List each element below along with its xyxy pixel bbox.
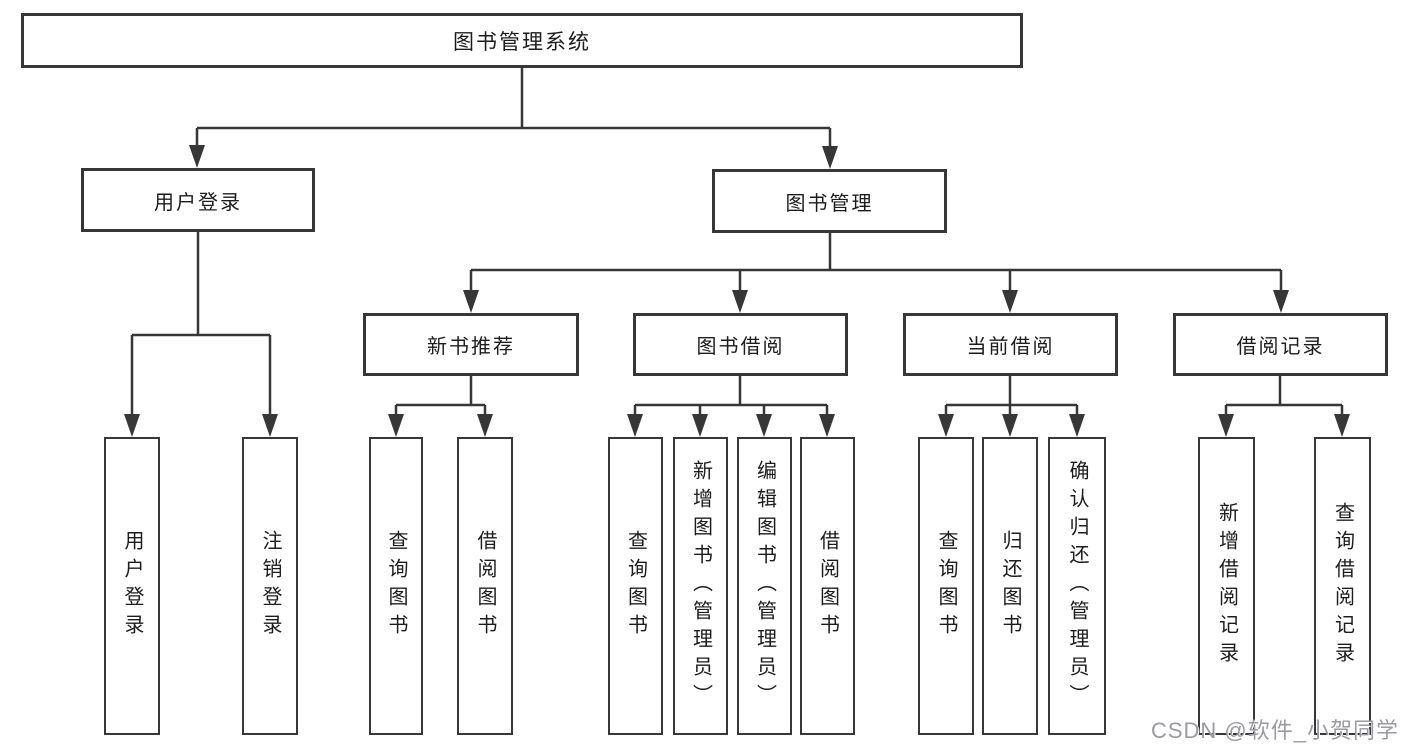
node-leaf-borrow-add: 新增图书（管理员） [673,437,728,735]
node-root: 图书管理系统 [21,13,1023,68]
node-leaf-newbooks-borrow-label: 借阅图书 [474,530,496,642]
node-book-borrow: 图书借阅 [633,313,848,376]
node-leaf-records-query-label: 查询借阅记录 [1331,502,1354,670]
node-book-borrow-label: 图书借阅 [696,336,785,358]
node-book-management: 图书管理 [712,169,947,233]
csdn-watermark: CSDN @软件_小贺同学 [1150,718,1399,743]
node-leaf-logout: 注销登录 [242,437,298,735]
node-root-label: 图书管理系统 [453,30,591,54]
node-leaf-borrow-edit-label: 编辑图书（管理员） [753,460,776,712]
node-leaf-records-query: 查询借阅记录 [1314,437,1371,735]
node-leaf-current-query-label: 查询图书 [935,530,957,642]
node-user-login: 用户登录 [81,168,315,232]
node-leaf-records-add-label: 新增借阅记录 [1215,502,1238,670]
node-book-management-label: 图书管理 [785,192,874,215]
node-leaf-borrow-query: 查询图书 [608,437,663,735]
node-current-borrow: 当前借阅 [903,313,1118,376]
node-current-borrow-label: 当前借阅 [966,336,1055,358]
node-leaf-borrow-edit: 编辑图书（管理员） [737,437,792,735]
node-borrow-records: 借阅记录 [1173,313,1388,376]
node-leaf-records-add: 新增借阅记录 [1198,437,1255,735]
node-leaf-borrow-add-label: 新增图书（管理员） [689,460,712,712]
node-leaf-logout-label: 注销登录 [259,530,281,642]
node-leaf-current-return: 归还图书 [982,437,1038,735]
node-leaf-newbooks-borrow: 借阅图书 [457,437,513,735]
node-leaf-current-query: 查询图书 [918,437,974,735]
node-leaf-user-login: 用户登录 [104,437,160,735]
node-new-book-recommend: 新书推荐 [363,313,579,376]
node-leaf-newbooks-query: 查询图书 [369,437,423,735]
node-user-login-label: 用户登录 [154,191,242,214]
node-leaf-borrow-query-label: 查询图书 [624,530,647,642]
node-leaf-newbooks-query-label: 查询图书 [385,530,407,642]
node-leaf-borrow-book: 借阅图书 [800,437,855,735]
node-borrow-records-label: 借阅记录 [1236,336,1325,358]
node-leaf-current-return-label: 归还图书 [999,530,1021,642]
node-leaf-current-confirm-return-label: 确认归还（管理员） [1066,460,1088,712]
node-leaf-current-confirm-return: 确认归还（管理员） [1048,437,1106,735]
node-leaf-borrow-book-label: 借阅图书 [816,530,839,642]
node-leaf-user-login-label: 用户登录 [121,530,143,642]
node-new-book-recommend-label: 新书推荐 [427,336,515,358]
